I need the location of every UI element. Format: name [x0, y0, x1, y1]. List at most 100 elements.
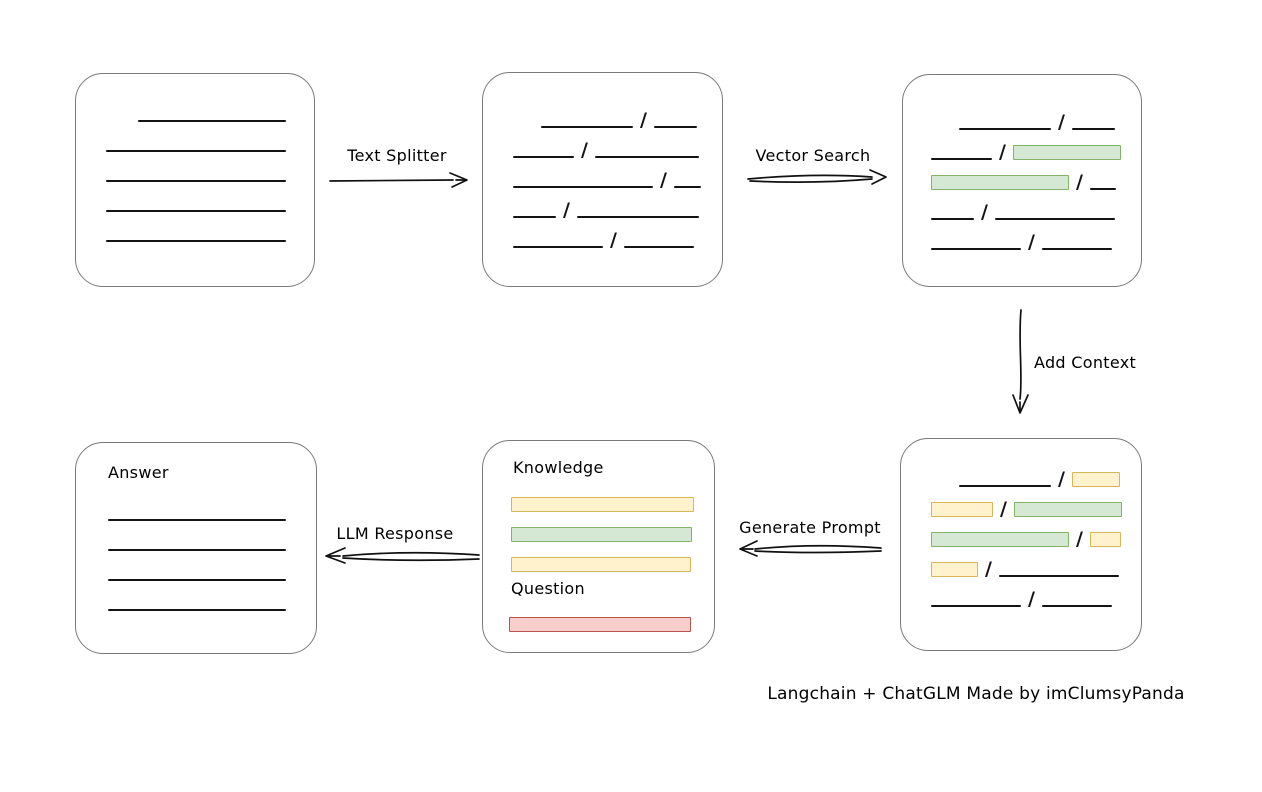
text-line	[653, 126, 697, 128]
search-results-lines: / / / / /	[931, 100, 1121, 253]
llm-response-label: LLM Response	[336, 524, 454, 543]
chunk-separator-slash: /	[985, 558, 992, 580]
segment-row	[511, 519, 694, 549]
segment-row	[108, 491, 286, 521]
text-line	[1071, 128, 1115, 130]
segment-row	[108, 521, 286, 551]
text-line	[673, 186, 701, 188]
context-chunks-node: / / / / /	[900, 438, 1142, 651]
split-chunks-node: / / / / /	[482, 72, 723, 287]
add-context-label: Add Context	[1034, 353, 1137, 372]
vector-search-arrow	[747, 169, 887, 185]
yellow-chunk	[931, 562, 978, 577]
vector-search-label: Vector Search	[755, 146, 871, 165]
chunk-separator-slash: /	[563, 199, 570, 221]
green-chunk	[1013, 502, 1122, 517]
text-line	[106, 150, 286, 152]
segment-row: /	[931, 130, 1121, 163]
chunk-separator-slash: /	[1028, 588, 1035, 610]
segment-row	[108, 581, 286, 611]
chunk-separator-slash: /	[610, 229, 617, 251]
chunk-separator-slash: /	[999, 141, 1006, 163]
question-label: Question	[511, 579, 585, 598]
text-line	[1041, 605, 1112, 607]
answer-label: Answer	[108, 463, 169, 482]
text-line	[959, 485, 1051, 487]
split-chunks-lines: / / / / /	[513, 98, 701, 251]
text-line	[931, 248, 1021, 250]
text-splitter-arrow	[329, 172, 468, 188]
segment-row: /	[931, 100, 1121, 133]
segment-row	[106, 182, 286, 212]
text-line	[106, 180, 286, 182]
text-line	[513, 186, 653, 188]
document-lines	[106, 92, 286, 242]
text-line	[108, 549, 286, 551]
search-results-node: / / / / /	[902, 74, 1142, 287]
knowledge-bars	[511, 489, 694, 579]
chunk-separator-slash: /	[660, 169, 667, 191]
segment-row	[511, 549, 694, 579]
segment-row	[106, 92, 286, 122]
text-line	[594, 156, 699, 158]
prompt-node: Knowledge Question	[482, 440, 715, 653]
segment-row: /	[513, 158, 701, 191]
segment-row	[106, 212, 286, 242]
text-line	[623, 246, 694, 248]
yellow-chunk	[511, 496, 694, 512]
segment-row: /	[931, 547, 1122, 580]
text-line	[959, 128, 1051, 130]
text-splitter-label: Text Splitter	[347, 146, 447, 165]
segment-row: /	[931, 487, 1122, 520]
text-line	[541, 126, 633, 128]
chunk-separator-slash: /	[1028, 231, 1035, 253]
text-line	[931, 158, 992, 160]
segment-row	[509, 609, 691, 639]
text-line	[106, 210, 286, 212]
text-line	[1089, 188, 1116, 190]
text-line	[108, 579, 286, 581]
text-line	[513, 246, 603, 248]
segment-row: /	[513, 188, 701, 221]
text-line	[513, 156, 574, 158]
text-line	[998, 575, 1119, 577]
text-line	[576, 216, 699, 218]
green-chunk	[931, 532, 1069, 547]
segment-row	[106, 152, 286, 182]
chunk-separator-slash: /	[640, 109, 647, 131]
chunk-separator-slash: /	[1058, 468, 1065, 490]
text-line	[513, 216, 556, 218]
segment-row: /	[513, 98, 701, 131]
segment-row: /	[931, 190, 1121, 223]
segment-row: /	[513, 218, 701, 251]
chunk-separator-slash: /	[1000, 498, 1007, 520]
green-chunk	[1012, 145, 1121, 160]
text-line	[931, 218, 974, 220]
chunk-separator-slash: /	[981, 201, 988, 223]
yellow-chunk	[511, 556, 691, 572]
segment-row: /	[513, 128, 701, 161]
text-line	[108, 519, 286, 521]
yellow-chunk	[1089, 532, 1121, 547]
yellow-chunk	[931, 502, 993, 517]
segment-row	[108, 551, 286, 581]
segment-row: /	[931, 160, 1121, 193]
text-line	[106, 240, 286, 242]
segment-row	[106, 122, 286, 152]
segment-row: /	[931, 220, 1121, 253]
chunk-separator-slash: /	[1076, 171, 1083, 193]
chunk-separator-slash: /	[581, 139, 588, 161]
generate-prompt-label: Generate Prompt	[739, 518, 881, 537]
context-chunks-lines: / / / / /	[931, 457, 1122, 610]
chunk-separator-slash: /	[1076, 528, 1083, 550]
llm-response-arrow	[325, 547, 480, 564]
question-bar	[509, 609, 691, 639]
knowledge-label: Knowledge	[513, 458, 604, 477]
answer-lines	[108, 491, 286, 611]
segment-row: /	[931, 577, 1122, 610]
add-context-arrow	[1012, 309, 1029, 414]
chunk-separator-slash: /	[1058, 111, 1065, 133]
text-line	[108, 609, 286, 611]
generate-prompt-arrow	[739, 540, 882, 557]
